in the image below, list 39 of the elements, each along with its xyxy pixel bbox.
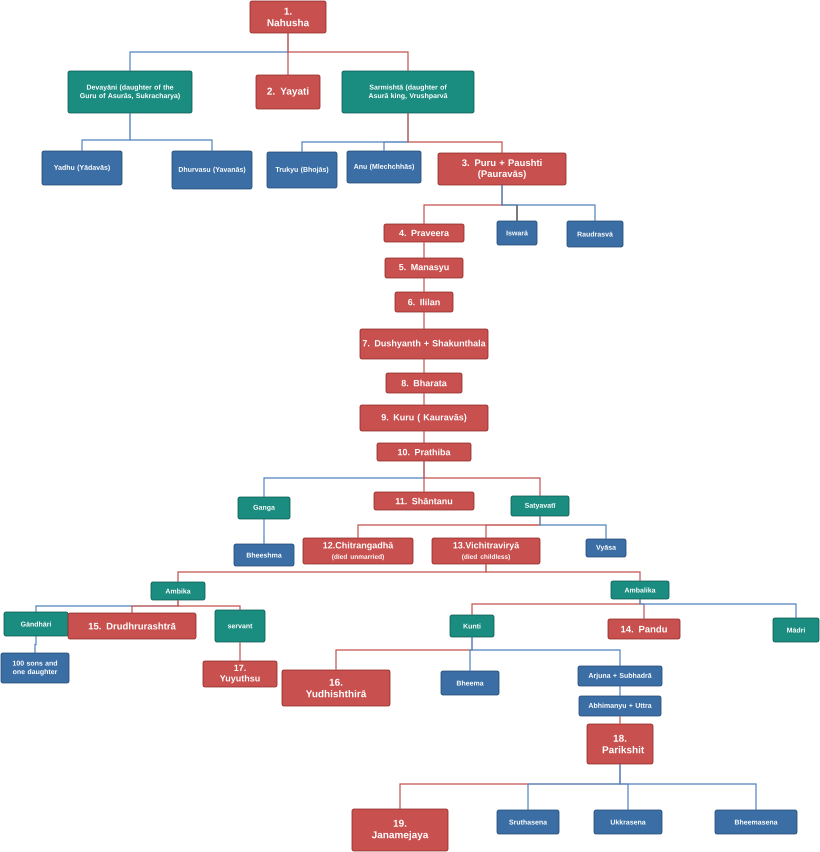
connector-line xyxy=(423,242,425,258)
connector-line xyxy=(177,600,241,610)
connector-line xyxy=(471,637,621,666)
connector-line xyxy=(423,312,425,329)
person-box: 3. Puru + Paushti (Pauravās) xyxy=(438,152,566,186)
person-box: 15. Drudhrurashtrā xyxy=(68,612,196,640)
connector-line xyxy=(407,113,503,153)
connector-line xyxy=(639,599,797,618)
person-box: 14. Pandu xyxy=(608,618,680,640)
connector-line xyxy=(239,642,241,661)
person-box: 19. Janamejaya xyxy=(352,808,448,852)
person-box: 18. Parikshit xyxy=(586,724,654,764)
person-box: 6. Ililan xyxy=(394,292,454,312)
person-box: 17. Yuyuthsu xyxy=(202,660,278,688)
person-box: 10. Prathiba xyxy=(376,442,472,462)
connector-line xyxy=(501,185,596,221)
connector-line xyxy=(619,716,621,724)
person-box: 5. Manasyu xyxy=(384,258,464,278)
connector-line xyxy=(263,519,265,544)
person-box: 4. Praveera xyxy=(384,224,464,242)
connector-line xyxy=(287,33,409,71)
connector-line xyxy=(485,564,641,581)
person-box: 16. Yudhishthirā xyxy=(282,670,390,706)
connector-line xyxy=(34,636,37,653)
person-box: 1. Nahusha xyxy=(250,0,326,34)
connector-line xyxy=(423,393,425,405)
person-box: 8. Bharata xyxy=(386,372,462,394)
connector-line xyxy=(129,113,213,151)
connector-line xyxy=(423,461,541,496)
connector-line xyxy=(423,359,425,373)
connector-line xyxy=(423,431,425,443)
person-box: 11. Shāntanu xyxy=(374,492,474,510)
connector-line xyxy=(539,516,607,539)
person-box: 9. Kuru ( Kauravās) xyxy=(360,404,488,432)
person-box: 7. Dushyanth + Shakunthala xyxy=(360,328,488,360)
connector-line xyxy=(423,278,425,292)
person-box: 2. Yayati xyxy=(256,74,320,110)
connector-line xyxy=(619,686,621,696)
connector-line xyxy=(619,764,757,810)
